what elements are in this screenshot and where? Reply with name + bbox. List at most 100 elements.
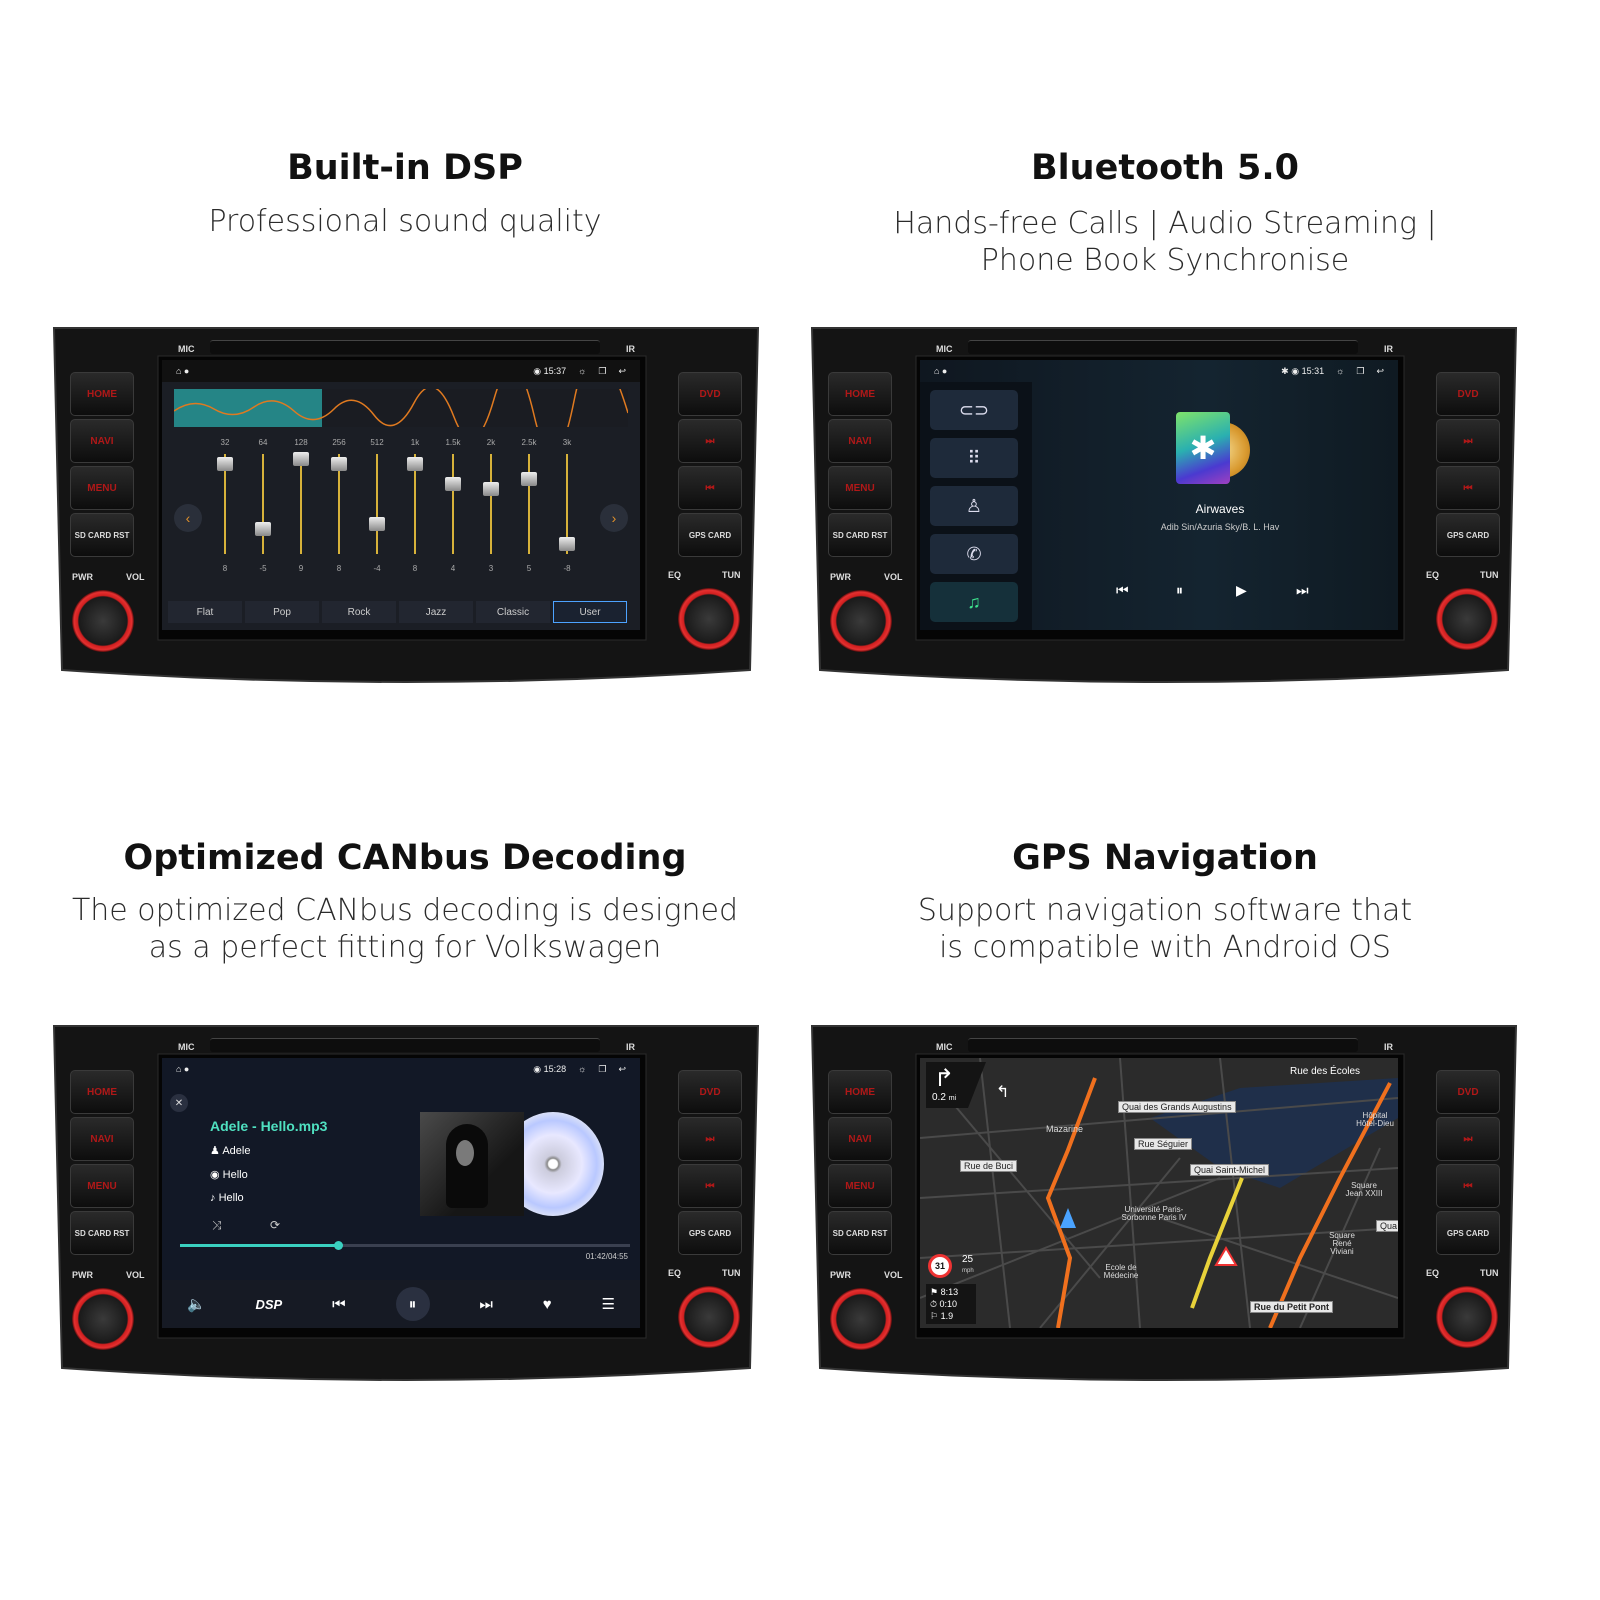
progress-track[interactable]: [180, 1241, 630, 1250]
dvd-button[interactable]: DVD: [1436, 372, 1500, 416]
navi-button[interactable]: NAVI: [70, 419, 134, 463]
menu-button[interactable]: MENU: [70, 1164, 134, 1208]
home-icon[interactable]: ⌂ ●: [176, 366, 190, 376]
map-view[interactable]: ↱ 0.2 mi ↰ Rue des Écoles Quai des Grand…: [920, 1058, 1398, 1328]
dialpad-icon[interactable]: ⠿: [930, 438, 1018, 478]
eq-preset-classic[interactable]: Classic: [476, 601, 550, 623]
recent-apps-icon[interactable]: ❐: [598, 365, 607, 376]
tune-knob[interactable]: [1436, 588, 1498, 650]
gps-card-button[interactable]: GPS CARD: [678, 513, 742, 557]
eq-slider-track[interactable]: [300, 454, 302, 554]
dvd-button[interactable]: DVD: [678, 1070, 742, 1114]
tune-knob[interactable]: [1436, 1286, 1498, 1348]
recent-apps-icon[interactable]: ❐: [598, 1063, 607, 1074]
next-button[interactable]: ⏭: [678, 1117, 742, 1161]
volume-icon[interactable]: 🔈: [186, 1296, 206, 1313]
shuffle-icon[interactable]: ⤨: [212, 1218, 222, 1232]
back-icon[interactable]: ↩: [1376, 365, 1384, 376]
eq-slider-track[interactable]: [224, 454, 226, 554]
pause-icon[interactable]: ⏸: [1176, 582, 1183, 598]
contacts-icon[interactable]: ♙: [930, 486, 1018, 526]
tune-knob[interactable]: [678, 1286, 740, 1348]
eq-slider-knob[interactable]: [293, 452, 309, 466]
volume-knob[interactable]: [830, 590, 892, 652]
next-button[interactable]: ⏭: [678, 419, 742, 463]
sd-card-button[interactable]: SD CARD RST: [828, 513, 892, 557]
eq-prev-arrow[interactable]: ‹: [174, 504, 202, 532]
pause-icon[interactable]: ⏸: [395, 1287, 430, 1321]
eq-slider-knob[interactable]: [255, 522, 271, 536]
eq-slider-knob[interactable]: [369, 517, 385, 531]
gps-card-button[interactable]: GPS CARD: [678, 1211, 742, 1255]
sd-card-button[interactable]: SD CARD RST: [828, 1211, 892, 1255]
navi-button[interactable]: NAVI: [70, 1117, 134, 1161]
next-button[interactable]: ⏭: [1436, 1117, 1500, 1161]
music-icon[interactable]: ♫: [930, 582, 1018, 622]
volume-knob[interactable]: [72, 590, 134, 652]
eq-slider-knob[interactable]: [445, 477, 461, 491]
back-icon[interactable]: ↩: [618, 1063, 626, 1074]
menu-button[interactable]: MENU: [70, 466, 134, 510]
close-icon[interactable]: ✕: [170, 1094, 188, 1112]
eq-next-arrow[interactable]: ›: [600, 504, 628, 532]
tune-knob[interactable]: [678, 588, 740, 650]
eq-slider-track[interactable]: [262, 454, 264, 554]
eq-preset-rock[interactable]: Rock: [322, 601, 396, 623]
home-icon[interactable]: ⌂ ●: [176, 1064, 190, 1074]
eq-preset-jazz[interactable]: Jazz: [399, 601, 473, 623]
eq-slider-512[interactable]: 512-4: [358, 438, 396, 573]
progress-thumb[interactable]: [333, 1241, 343, 1250]
brightness-icon[interactable]: ☼: [578, 365, 587, 376]
prev-button[interactable]: ⏮: [1436, 466, 1500, 510]
eq-slider-knob[interactable]: [331, 457, 347, 471]
eq-slider-3k[interactable]: 3k-8: [548, 438, 586, 573]
playlist-icon[interactable]: ☰: [601, 1296, 615, 1313]
eq-slider-track[interactable]: [490, 454, 492, 554]
prev-button[interactable]: ⏮: [1436, 1164, 1500, 1208]
play-icon[interactable]: ▶: [1236, 582, 1247, 598]
brightness-icon[interactable]: ☼: [578, 1063, 587, 1074]
sd-card-button[interactable]: SD CARD RST: [70, 1211, 134, 1255]
back-icon[interactable]: ↩: [618, 365, 626, 376]
next-button[interactable]: ⏭: [1436, 419, 1500, 463]
eq-slider-track[interactable]: [414, 454, 416, 554]
eq-preset-flat[interactable]: Flat: [168, 601, 242, 623]
home-button[interactable]: HOME: [70, 372, 134, 416]
eq-slider-track[interactable]: [566, 454, 568, 554]
gps-card-button[interactable]: GPS CARD: [1436, 513, 1500, 557]
home-button[interactable]: HOME: [828, 1070, 892, 1114]
eq-slider-knob[interactable]: [483, 482, 499, 496]
next-track-icon[interactable]: ⏭: [479, 1295, 493, 1313]
eq-slider-track[interactable]: [338, 454, 340, 554]
navi-button[interactable]: NAVI: [828, 1117, 892, 1161]
eq-preset-pop[interactable]: Pop: [245, 601, 319, 623]
eq-slider-knob[interactable]: [217, 457, 233, 471]
prev-button[interactable]: ⏮: [678, 1164, 742, 1208]
navi-button[interactable]: NAVI: [828, 419, 892, 463]
gps-card-button[interactable]: GPS CARD: [1436, 1211, 1500, 1255]
volume-knob[interactable]: [72, 1288, 134, 1350]
brightness-icon[interactable]: ☼: [1336, 365, 1345, 376]
eq-slider-track[interactable]: [528, 454, 530, 554]
recent-apps-icon[interactable]: ❐: [1356, 365, 1365, 376]
repeat-icon[interactable]: ⟳: [270, 1218, 281, 1232]
home-icon[interactable]: ⌂ ●: [934, 366, 948, 376]
favorite-icon[interactable]: ♥: [542, 1295, 552, 1313]
sd-card-button[interactable]: SD CARD RST: [70, 513, 134, 557]
eq-slider-track[interactable]: [376, 454, 378, 554]
dsp-button[interactable]: DSP: [255, 1296, 283, 1312]
link-icon[interactable]: ⊂⊃: [930, 390, 1018, 430]
eq-slider-knob[interactable]: [407, 457, 423, 471]
previous-track-icon[interactable]: ⏮: [1116, 582, 1129, 598]
eq-preset-user[interactable]: User: [553, 601, 627, 623]
eq-slider-track[interactable]: [452, 454, 454, 554]
menu-button[interactable]: MENU: [828, 466, 892, 510]
dvd-button[interactable]: DVD: [678, 372, 742, 416]
